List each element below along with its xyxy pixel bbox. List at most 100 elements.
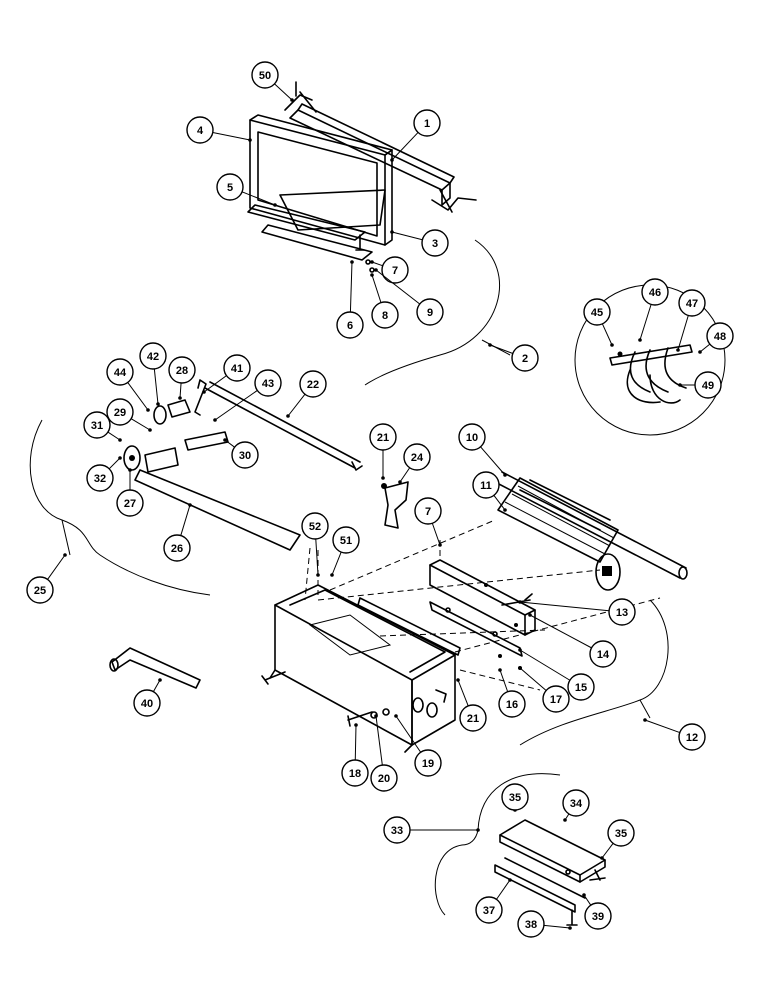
callout-bubble (216, 173, 244, 201)
reel-shaft-assembly (29, 379, 409, 596)
callout-52: 52 (301, 512, 329, 577)
callout-pointer (290, 98, 294, 102)
callout-pointer (610, 343, 614, 347)
callout-leader (543, 924, 571, 929)
callout-bubble (416, 298, 444, 326)
callout-pointer (563, 818, 567, 822)
callout-21: 21 (456, 678, 487, 732)
callout-pointer (374, 714, 378, 718)
callout-12: 12 (643, 718, 706, 751)
callout-35: 35 (600, 819, 635, 860)
callout-bubble (589, 640, 617, 668)
callout-bubble (414, 749, 442, 777)
callout-24: 24 (398, 443, 431, 484)
callout-number: 48 (714, 331, 726, 343)
callout-pointer (600, 856, 604, 860)
frame-assembly-top (247, 81, 511, 386)
callout-bubble (163, 534, 191, 562)
callout-16: 16 (498, 668, 526, 718)
callout-leader (180, 504, 191, 536)
callout-26: 26 (163, 503, 192, 562)
callout-bubble (511, 344, 539, 372)
callout-44: 44 (106, 358, 150, 412)
callout-15: 15 (518, 648, 595, 701)
callout-leader (241, 191, 276, 206)
callout-bubble (583, 298, 611, 326)
callout-pointer (223, 438, 227, 442)
callout-1: 1 (390, 109, 441, 162)
callout-pointer (286, 414, 290, 418)
callout-leader (375, 269, 421, 305)
callout-pointer (63, 553, 67, 557)
callout-20: 20 (370, 714, 398, 792)
callout-leader (224, 439, 235, 448)
callout-28: 28 (168, 356, 196, 400)
callout-pointer (676, 348, 680, 352)
callout-bubble (641, 278, 669, 306)
callout-number: 20 (378, 773, 390, 785)
callout-pointer (248, 138, 252, 142)
callout-pointer (498, 668, 502, 672)
callout-47: 47 (676, 289, 706, 352)
callout-number: 9 (427, 307, 433, 319)
callout-51: 51 (330, 526, 360, 577)
callout-leader (431, 523, 441, 546)
callout-leader (331, 551, 342, 576)
callout-number: 33 (391, 825, 403, 837)
callout-pointer (438, 543, 442, 547)
callout-bubble (254, 369, 282, 397)
callout-number: 34 (570, 798, 583, 810)
callout-pointer (518, 600, 522, 604)
callout-bubble (139, 342, 167, 370)
callout-number: 3 (432, 238, 438, 250)
callout-leader (391, 132, 419, 161)
callout-pointer (370, 273, 374, 277)
callout-leader (274, 83, 293, 101)
callout-pointer (456, 678, 460, 682)
callout-number: 22 (307, 379, 319, 391)
callout-50: 50 (251, 61, 294, 102)
callout-number: 30 (239, 450, 251, 462)
callout-9: 9 (374, 268, 444, 326)
callout-pointer (156, 402, 160, 406)
callout-pointer (158, 678, 162, 682)
callout-bubble (678, 723, 706, 751)
callout-pointer (390, 230, 394, 234)
callout-number: 31 (91, 420, 103, 432)
callout-number: 40 (141, 698, 153, 710)
callout-leader (601, 843, 614, 859)
callout-bubble (106, 398, 134, 426)
callout-leader (519, 601, 610, 612)
callout-bubble (694, 371, 722, 399)
callout-number: 21 (377, 432, 389, 444)
callout-bubble (608, 598, 636, 626)
callout-number: 15 (575, 682, 587, 694)
callout-bubble (332, 526, 360, 554)
callout-37: 37 (475, 878, 512, 924)
callout-leader (639, 304, 652, 341)
bracket-curve-12 (519, 599, 669, 746)
callout-number: 5 (227, 182, 233, 194)
callout-31: 31 (83, 411, 122, 442)
callout-number: 26 (171, 543, 183, 555)
callout-pointer (503, 508, 507, 512)
callout-leader (375, 715, 383, 766)
callout-number: 41 (231, 363, 243, 375)
callout-bubble (458, 423, 486, 451)
callout-number: 16 (506, 699, 518, 711)
callout-pointer (381, 476, 385, 480)
callout-number: 32 (94, 473, 106, 485)
callout-leader (371, 261, 383, 267)
callout-pointer (148, 428, 152, 432)
callout-leader (47, 554, 66, 580)
callout-10: 10 (458, 423, 507, 477)
callout-pointer (188, 503, 192, 507)
callout-leader (644, 719, 680, 734)
callout-leader (391, 231, 423, 241)
callout-pointer (118, 456, 122, 460)
callout-13: 13 (518, 598, 636, 626)
callout-number: 2 (522, 353, 528, 365)
callout-43: 43 (213, 369, 282, 422)
callout-pointer (568, 926, 572, 930)
